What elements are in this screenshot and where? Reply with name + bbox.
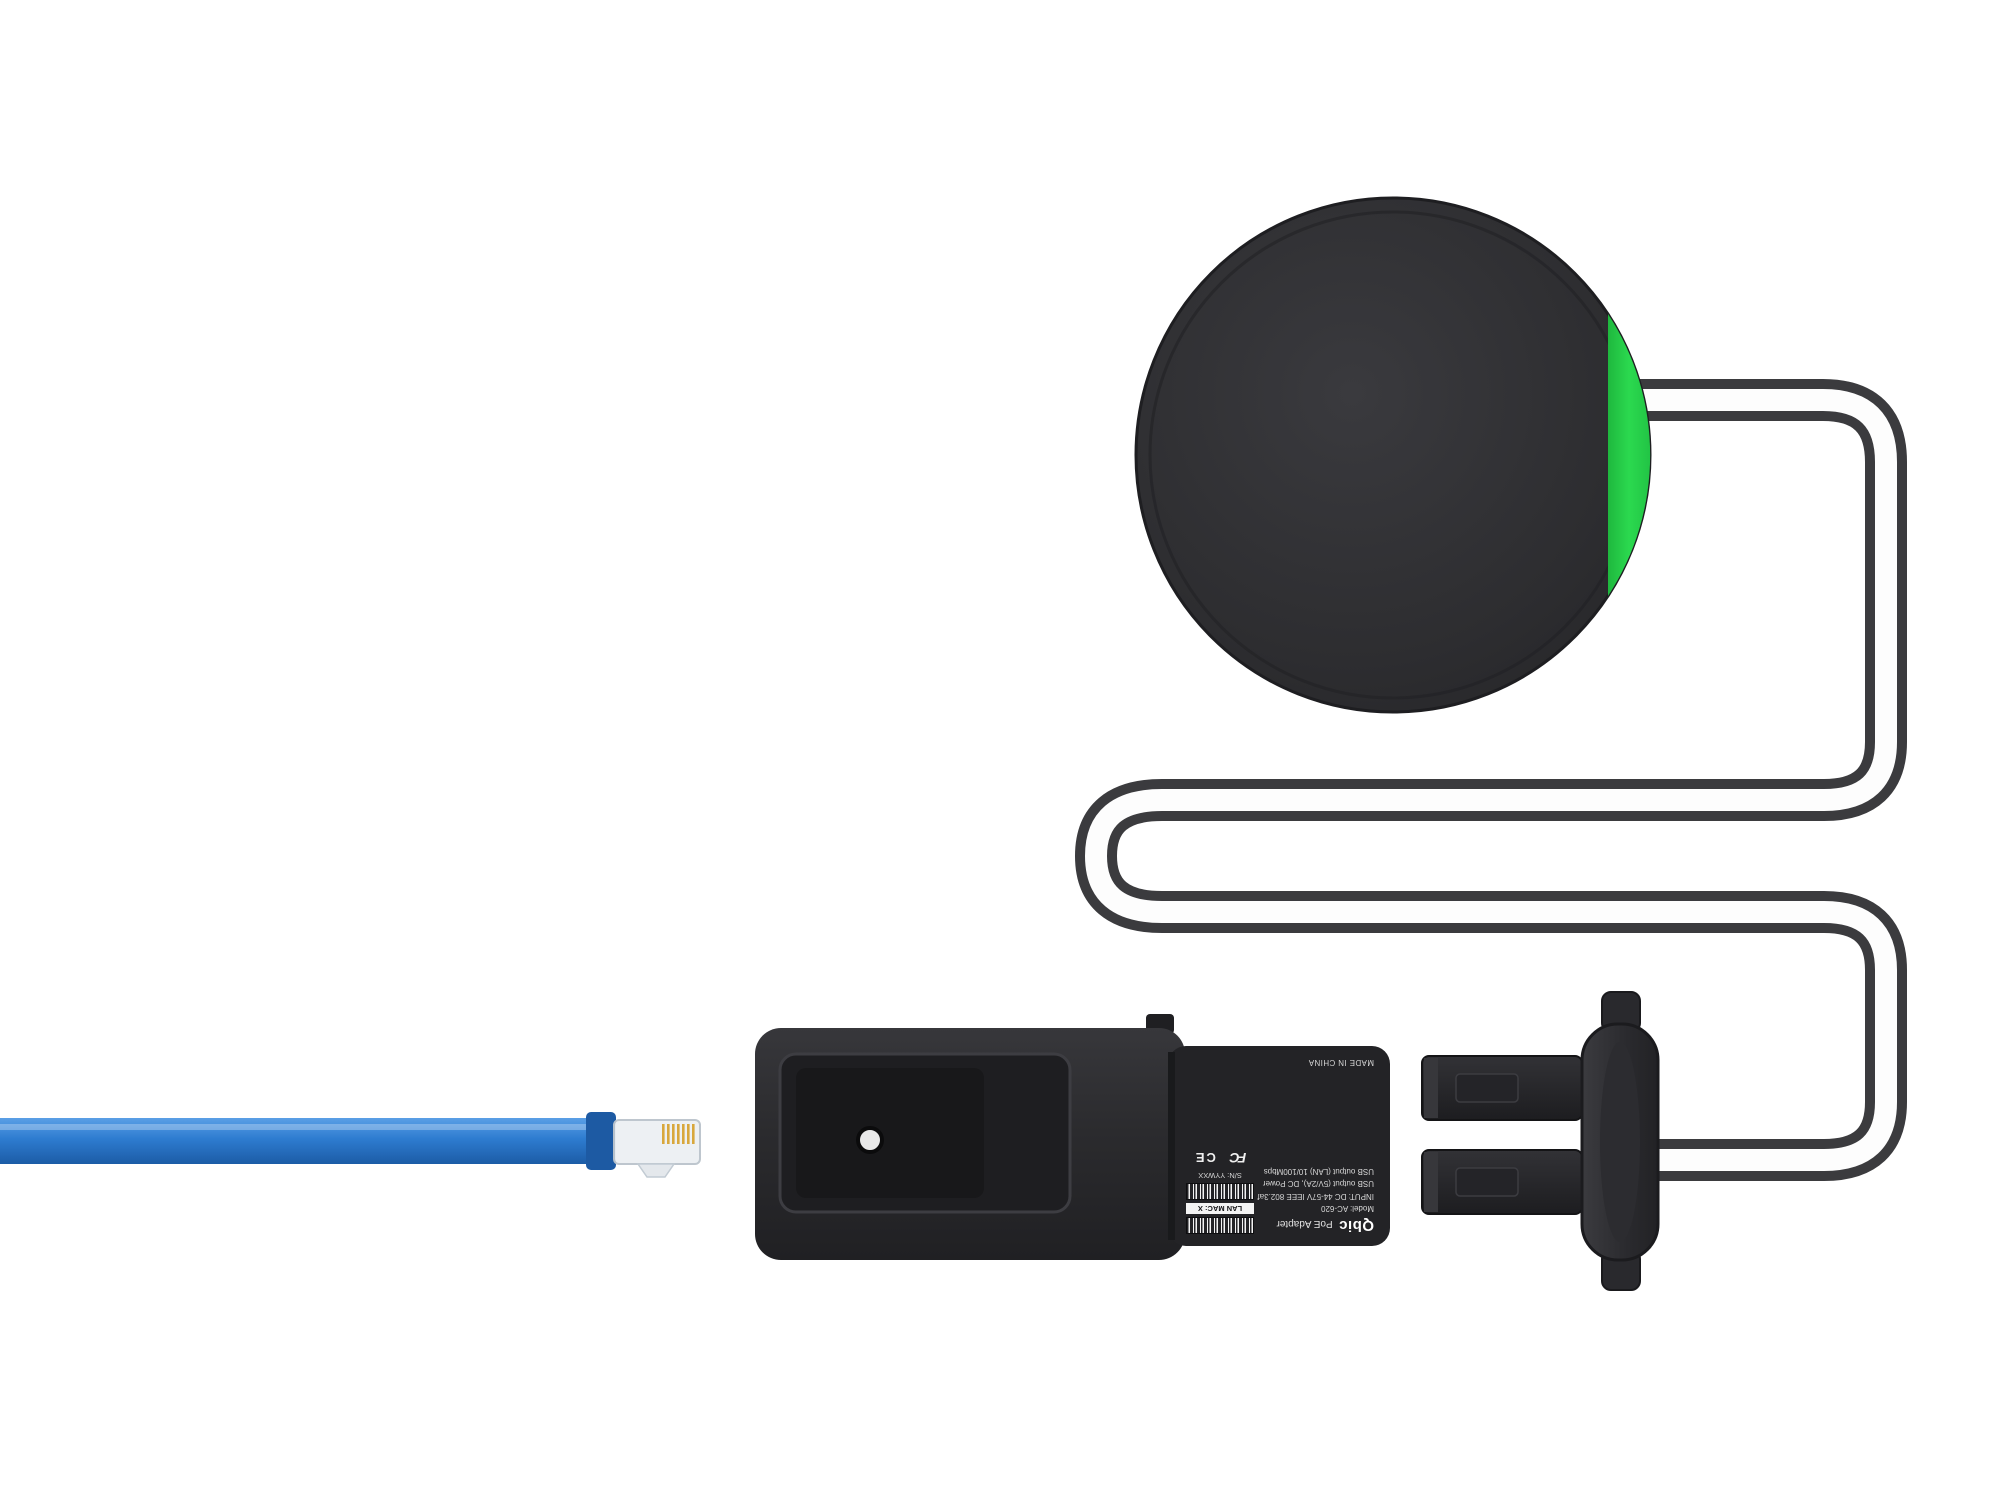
adapter-section-seam xyxy=(1168,1052,1175,1240)
usb-plug-top xyxy=(1421,1055,1583,1121)
label-sticker-block: LAN MAC: X S/N: YYWXX FC CE xyxy=(1186,1058,1254,1234)
usb-plug-bottom-detail xyxy=(1455,1167,1519,1197)
usb-power-spec: USB output (5V/2A), DC Power xyxy=(1262,1179,1374,1189)
usb-lan-spec: USB output (LAN) 10/100Mbps xyxy=(1263,1166,1374,1176)
usb-plug-assembly xyxy=(1421,991,1660,1291)
rj45-connector xyxy=(613,1119,701,1178)
usb-plug-top-detail xyxy=(1455,1073,1519,1103)
fcc-mark-icon: FC xyxy=(1231,1150,1247,1166)
ce-mark-icon: CE xyxy=(1193,1150,1216,1166)
label-panel: Qbic PoE Adapter Model: AC-620 INPUT: DC… xyxy=(1180,1054,1380,1238)
led-segment xyxy=(1608,314,1651,596)
ethernet-cable-boot xyxy=(586,1112,616,1170)
cable-grommet-shading xyxy=(1600,1042,1640,1242)
compliance-marks: FC CE xyxy=(1186,1150,1254,1166)
usb-plug-top-face xyxy=(1424,1058,1438,1118)
rj45-latch xyxy=(636,1163,676,1178)
made-in-text: MADE IN CHINA xyxy=(1308,1058,1374,1067)
label-text-block: Qbic PoE Adapter Model: AC-620 INPUT: DC… xyxy=(1257,1058,1375,1234)
power-cable-core xyxy=(1084,389,1897,1171)
brand-row: Qbic PoE Adapter xyxy=(1261,1217,1375,1234)
brand-logo-text: Qbic xyxy=(1338,1217,1374,1234)
input-spec: INPUT: DC 44-57V IEEE 802.3af xyxy=(1257,1191,1375,1201)
model-text: Model: AC-620 xyxy=(1321,1204,1374,1213)
usb-plug-bottom-face xyxy=(1424,1152,1438,1212)
disc-body xyxy=(1134,196,1652,714)
ethernet-cable-run xyxy=(0,1118,592,1164)
barcode-bottom-icon xyxy=(1186,1183,1254,1200)
rj45-pins xyxy=(662,1124,695,1144)
ethernet-cable xyxy=(0,1112,701,1178)
recess-hole xyxy=(856,1126,884,1154)
product-name: PoE Adapter xyxy=(1276,1218,1333,1229)
disc-device xyxy=(1134,196,1652,714)
lan-mac-text: LAN MAC: X xyxy=(1186,1203,1254,1214)
ethernet-cable-highlight xyxy=(0,1124,592,1130)
poe-adapter xyxy=(755,1014,1390,1260)
serial-text: S/N: YYWXX xyxy=(1198,1171,1242,1180)
usb-plug-bottom xyxy=(1421,1149,1583,1215)
rj45-recess-inner xyxy=(796,1068,984,1198)
barcode-top-icon xyxy=(1186,1217,1254,1234)
power-cable xyxy=(1074,379,1907,1181)
